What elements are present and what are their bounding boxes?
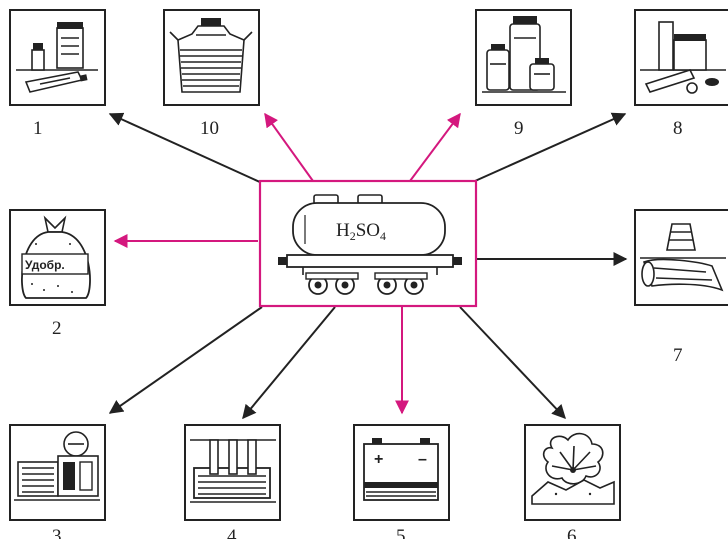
glass-bottle-icon <box>169 18 253 93</box>
item-label: 8 <box>673 118 683 139</box>
arrows <box>108 112 628 420</box>
machinery-icon <box>14 431 100 501</box>
item-7: 7 <box>634 209 728 366</box>
item-label: 7 <box>673 345 683 366</box>
medicines-icon <box>16 22 98 93</box>
item-9: 9 <box>475 9 572 139</box>
fabric-icon <box>640 223 726 292</box>
item-8: 8 <box>634 9 728 139</box>
formula-label: H2SO4 <box>336 220 386 243</box>
item-6: 6 <box>524 424 621 539</box>
minus-terminal-label: – <box>418 451 427 468</box>
tank-railcar-icon <box>278 194 462 295</box>
arrow-to-3 <box>108 306 263 414</box>
item-label: 5 <box>396 526 406 539</box>
item-label: 9 <box>514 118 524 139</box>
plus-terminal-label: + <box>374 451 383 468</box>
item-label: 4 <box>227 526 237 539</box>
item-label: 6 <box>567 526 577 539</box>
arrow-to-1 <box>108 112 263 184</box>
item-3: 3 <box>9 424 106 539</box>
item-label: 10 <box>200 118 219 139</box>
item-1: 1 <box>9 9 106 139</box>
sack-label: Удобр. <box>25 258 65 272</box>
arrow-to-10 <box>264 112 314 182</box>
item-5: + – 5 <box>353 424 450 539</box>
reagent-bottles-icon <box>482 16 566 93</box>
metal-pickling-bath-icon <box>190 439 276 503</box>
item-10: 10 <box>163 9 260 139</box>
battery-icon <box>363 438 439 501</box>
fertilizer-sack-icon <box>21 215 91 299</box>
arrow-to-6 <box>459 306 566 420</box>
item-2: Удобр. 2 <box>9 209 106 339</box>
explosion-icon <box>531 432 615 505</box>
arrow-to-4 <box>242 306 336 420</box>
item-4: 4 <box>184 424 281 539</box>
item-label: 3 <box>52 526 62 539</box>
item-label: 1 <box>33 118 43 139</box>
center-node: H2SO4 <box>258 179 478 308</box>
item-label: 2 <box>52 318 62 339</box>
arrow-to-8 <box>474 112 627 182</box>
cosmetics-icon <box>640 21 726 94</box>
arrow-to-9 <box>409 112 461 182</box>
